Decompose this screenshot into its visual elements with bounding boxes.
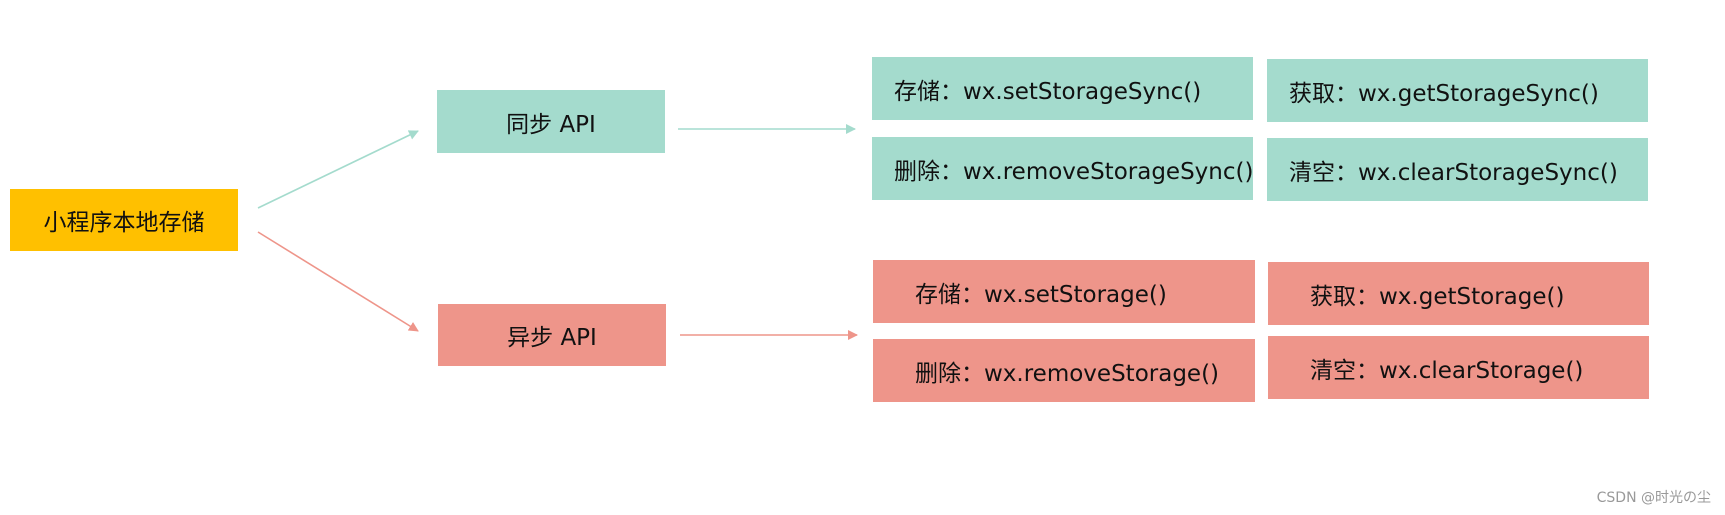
sync-set-label: 存储：wx.setStorageSync() [894,78,1202,105]
async-remove-label: 删除：wx.removeStorage() [915,360,1220,387]
sync-clear-node: 清空：wx.clearStorageSync() [1267,138,1648,201]
sync-get-node: 获取：wx.getStorageSync() [1267,59,1648,122]
async-get-node: 获取：wx.getStorage() [1268,262,1649,325]
async-set-label: 存储：wx.setStorage() [915,281,1167,308]
async-api-node: 异步 API [438,304,666,366]
sync-remove-label: 删除：wx.removeStorageSync() [894,158,1254,185]
arrow-root-to-async [257,231,419,332]
watermark: CSDN @时光の尘 [1596,490,1711,506]
async-set-node: 存储：wx.setStorage() [873,260,1255,323]
arrow-root-to-sync [257,130,419,209]
sync-set-node: 存储：wx.setStorageSync() [872,57,1253,120]
sync-get-label: 获取：wx.getStorageSync() [1289,80,1599,107]
async-clear-node: 清空：wx.clearStorage() [1268,336,1649,399]
sync-remove-node: 删除：wx.removeStorageSync() [872,137,1253,200]
sync-api-label: 同步 API [506,111,596,138]
async-remove-node: 删除：wx.removeStorage() [873,339,1255,402]
root-label: 小程序本地存储 [43,210,205,236]
sync-api-node: 同步 API [437,90,665,153]
root-node: 小程序本地存储 [10,189,238,251]
async-get-label: 获取：wx.getStorage() [1310,283,1565,310]
async-api-label: 异步 API [507,325,597,351]
async-clear-label: 清空：wx.clearStorage() [1310,357,1584,384]
sync-clear-label: 清空：wx.clearStorageSync() [1289,159,1618,186]
